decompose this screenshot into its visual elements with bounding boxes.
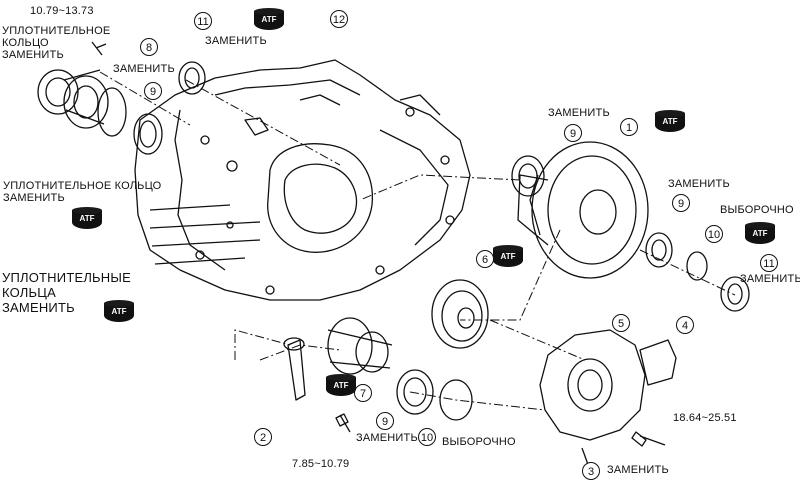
selective-label-bottom: ВЫБОРОЧНО (442, 436, 516, 448)
callout-2: 2 (254, 428, 272, 446)
selective-label-right: ВЫБОРОЧНО (720, 204, 794, 216)
callout-5: 5 (612, 314, 630, 332)
replace-label-9-right: ЗАМЕНИТЬ (548, 107, 610, 119)
callout-10-bottom: 10 (418, 428, 436, 446)
callout-9-top: 9 (564, 124, 582, 142)
seal-ring-label-top: УПЛОТНИТЕЛЬНОЕ КОЛЬЦО ЗАМЕНИТЬ (2, 25, 111, 61)
callout-9-bottom: 9 (376, 412, 394, 430)
atf-can-icon: ATF (254, 8, 284, 32)
callout-9-left: 9 (144, 82, 162, 100)
atf-can-icon: ATF (493, 245, 523, 269)
callout-1: 1 (620, 118, 638, 136)
callout-11-top: 11 (194, 12, 212, 30)
callout-9-right: 9 (672, 194, 690, 212)
seal-rings-label-left: УПЛОТНИТЕЛЬНЫЕ КОЛЬЦА ЗАМЕНИТЬ (2, 270, 131, 315)
callout-11-right: 11 (760, 254, 778, 272)
atf-can-icon: ATF (326, 374, 356, 398)
atf-can-icon: ATF (72, 207, 102, 231)
torque-label-right: 18.64~25.51 (673, 412, 737, 424)
replace-label-9-mid: ЗАМЕНИТЬ (668, 178, 730, 190)
callout-7: 7 (354, 384, 372, 402)
seal-ring-label-mid: УПЛОТНИТЕЛЬНОЕ КОЛЬЦО ЗАМЕНИТЬ (3, 180, 162, 204)
callout-6: 6 (476, 250, 494, 268)
atf-can-icon: ATF (104, 300, 134, 324)
replace-label-11-top: ЗАМЕНИТЬ (205, 35, 267, 47)
torque-label-bottom: 7.85~10.79 (292, 458, 350, 470)
transaxle-case (134, 59, 471, 301)
replace-label-8: ЗАМЕНИТЬ (113, 63, 175, 75)
callout-12: 12 (330, 10, 348, 28)
replace-label-3: ЗАМЕНИТЬ (607, 464, 669, 476)
torque-label-top: 10.79~13.73 (30, 5, 94, 17)
callout-8: 8 (140, 38, 158, 56)
atf-can-icon: ATF (745, 222, 775, 246)
atf-can-icon: ATF (655, 110, 685, 134)
replace-label-9-bottom: ЗАМЕНИТЬ (356, 432, 418, 444)
callout-4: 4 (676, 316, 694, 334)
callout-10-right: 10 (705, 225, 723, 243)
callout-3: 3 (582, 462, 600, 480)
replace-label-11-right: ЗАМЕНИТЬ (740, 273, 800, 285)
